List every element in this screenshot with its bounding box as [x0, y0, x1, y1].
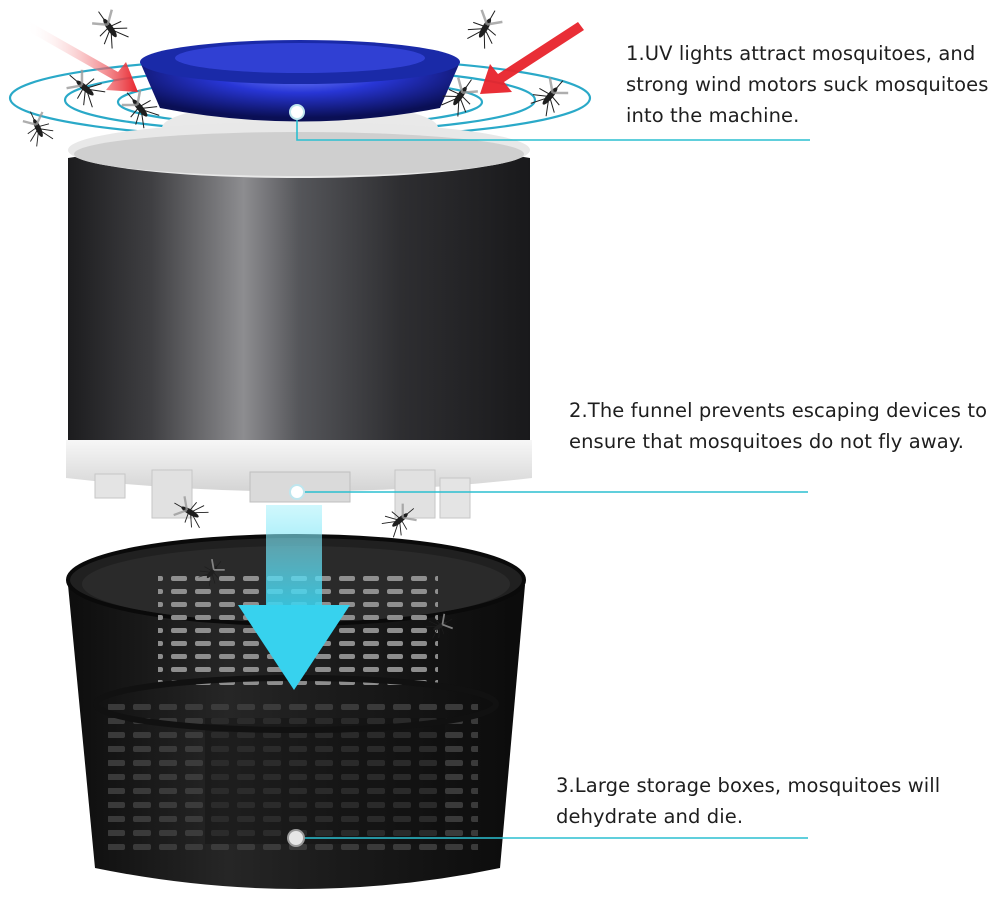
marker-dot-icon [289, 104, 305, 120]
callout-uv-lights: 1.UV lights attract mosquitoes, and stro… [626, 42, 989, 127]
callout-funnel: 2.The funnel prevents escaping devices t… [569, 399, 988, 453]
leader-line-1 [289, 104, 810, 141]
callout-storage-box: 3.Large storage boxes, mosquitoes will d… [556, 774, 941, 828]
down-arrow-icon [238, 505, 350, 690]
housing [66, 122, 532, 519]
marker-dot-icon [289, 484, 305, 500]
leader-line-3 [287, 829, 808, 847]
leader-line-2 [289, 484, 808, 500]
red-arrow-icon [26, 22, 584, 94]
marker-dot-icon [287, 829, 305, 847]
